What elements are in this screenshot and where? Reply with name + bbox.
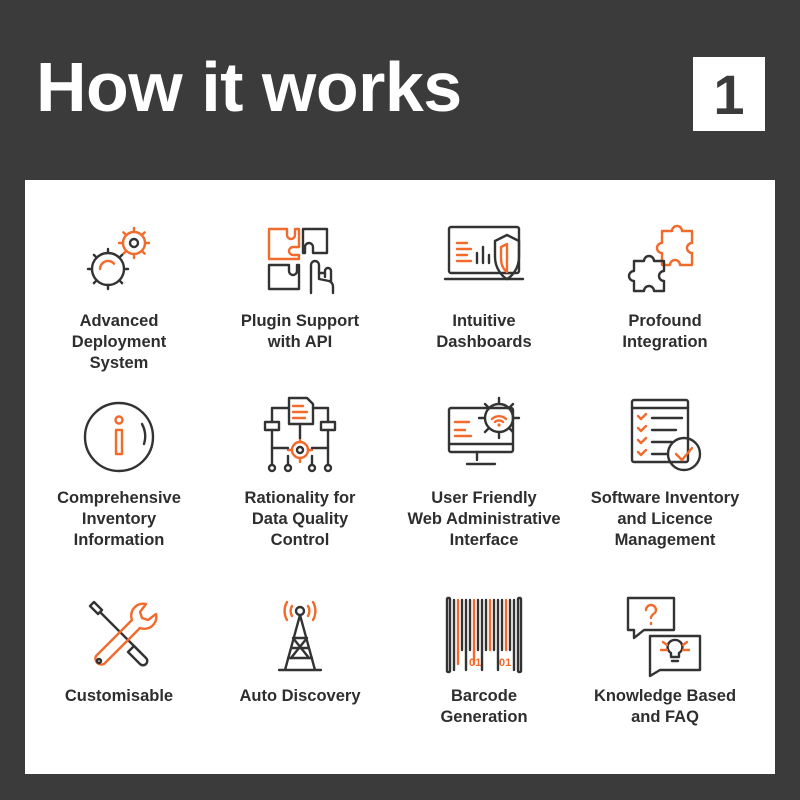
feature-label: Comprehensive Inventory Information: [57, 489, 181, 549]
feature-barcode: 01 01 Barcode Generation: [389, 592, 579, 728]
feature-label: Barcode Generation: [440, 687, 528, 726]
feature-label: Advanced Deployment System: [71, 312, 167, 372]
feature-label: Auto Discovery: [239, 687, 361, 705]
feature-label: Knowledge Based and FAQ: [593, 687, 737, 726]
document-flow-icon: [263, 396, 337, 473]
antenna-tower-icon: [277, 600, 323, 672]
feature-data-quality: Rationality for Data Quality Control: [205, 394, 395, 551]
dashboard-shield-icon: [443, 225, 525, 281]
features-panel: Advanced Deployment System Plugin Suppor…: [25, 180, 775, 774]
feature-customisable: Customisable: [24, 592, 214, 707]
feature-intuitive-dashboards: Intuitive Dashboards: [389, 217, 579, 353]
puzzle-touch-icon: [267, 227, 335, 295]
feature-label: Rationality for Data Quality Control: [244, 489, 356, 549]
feature-auto-discovery: Auto Discovery: [205, 592, 395, 707]
feature-software-inventory: Software Inventory and Licence Managemen…: [570, 394, 760, 551]
feature-label: Intuitive Dashboards: [436, 312, 532, 351]
chat-bubbles-icon: [626, 596, 702, 678]
gears-icon: [86, 226, 151, 291]
feature-label: User Friendly Web Administrative Interfa…: [407, 489, 561, 549]
feature-label: Software Inventory and Licence Managemen…: [590, 489, 740, 549]
feature-label: Customisable: [64, 687, 174, 705]
info-icon: [83, 401, 155, 473]
barcode-icon: 01 01: [445, 596, 523, 674]
svg-text:01: 01: [469, 657, 481, 669]
page-number-badge: 1: [693, 57, 765, 131]
feature-plugin-support: Plugin Support with API: [205, 217, 395, 353]
feature-label: Profound Integration: [622, 312, 708, 351]
svg-text:01: 01: [499, 657, 511, 669]
feature-label: Plugin Support with API: [240, 312, 360, 351]
checklist-icon: [630, 398, 702, 472]
puzzle-pieces-icon: [627, 224, 694, 293]
feature-web-admin: User Friendly Web Administrative Interfa…: [389, 394, 579, 551]
page-title: How it works: [36, 48, 462, 126]
feature-profound-integration: Profound Integration: [570, 217, 760, 353]
feature-knowledge-faq: Knowledge Based and FAQ: [570, 592, 760, 728]
monitor-gear-icon: [447, 396, 521, 466]
tools-icon: [88, 600, 158, 667]
feature-comprehensive-inventory: Comprehensive Inventory Information: [24, 394, 214, 551]
feature-advanced-deployment: Advanced Deployment System: [24, 217, 214, 374]
